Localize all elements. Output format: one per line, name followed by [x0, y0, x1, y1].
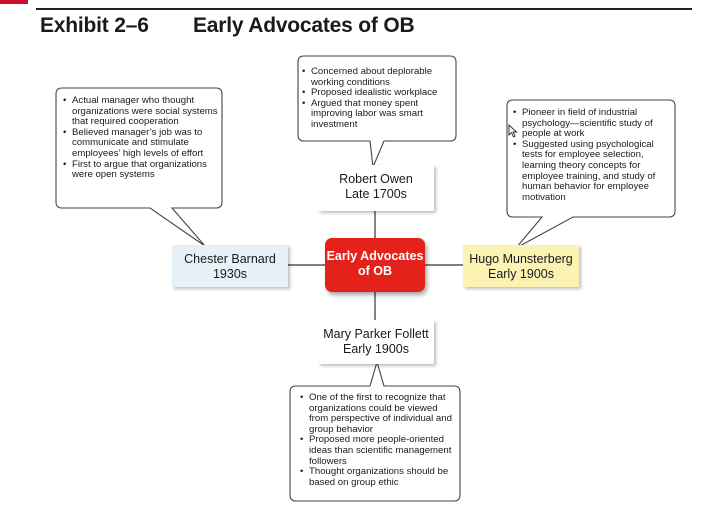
owen-point: Concerned about deplorable working condi…: [302, 66, 452, 88]
munsterberg-points: Pioneer in field of industrial psycholog…: [513, 107, 671, 204]
exhibit-title: Early Advocates of OB: [193, 14, 415, 37]
person-name: Hugo Munsterberg: [469, 252, 573, 266]
exhibit-number: Exhibit 2–6: [40, 14, 149, 37]
person-name: Chester Barnard: [184, 252, 276, 266]
person-box-barnard: Chester Barnard 1930s: [172, 245, 288, 287]
person-period: Late 1700s: [345, 187, 407, 201]
center-node: Early Advocates of OB: [325, 238, 425, 292]
follett-point: Thought organizations should be based on…: [300, 466, 458, 488]
person-name: Mary Parker Follett: [323, 327, 429, 341]
barnard-point: Actual manager who thought organizations…: [63, 95, 219, 128]
barnard-point: Believed manager’s job was to communicat…: [63, 127, 219, 160]
top-accent-bar: [0, 0, 28, 4]
follett-points: One of the first to recognize that organ…: [300, 392, 458, 488]
person-box-munsterberg: Hugo Munsterberg Early 1900s: [463, 245, 579, 287]
owen-point: Argued that money spent improving labor …: [302, 98, 452, 131]
person-name: Robert Owen: [339, 172, 413, 186]
center-label-line2: of OB: [357, 264, 393, 278]
munsterberg-point: Suggested using psychological tests for …: [513, 139, 671, 204]
person-box-owen: Robert Owen Late 1700s: [318, 165, 434, 211]
mouse-pointer-icon: [508, 124, 518, 138]
barnard-point: First to argue that organizations were o…: [63, 159, 219, 181]
munsterberg-point: Pioneer in field of industrial psycholog…: [513, 107, 671, 140]
person-box-follett: Mary Parker Follett Early 1900s: [318, 320, 434, 364]
owen-points: Concerned about deplorable working condi…: [302, 66, 452, 131]
person-period: 1930s: [212, 267, 248, 281]
barnard-points: Actual manager who thought organizations…: [63, 95, 219, 181]
person-period: Early 1900s: [342, 342, 409, 356]
follett-point: Proposed more people-oriented ideas than…: [300, 435, 458, 467]
top-rule: [36, 8, 692, 10]
owen-point: Proposed idealistic workplace: [302, 88, 452, 99]
center-label-line1: Early Advocates: [326, 249, 424, 263]
person-period: Early 1900s: [487, 267, 554, 281]
follett-point: One of the first to recognize that organ…: [300, 392, 458, 435]
